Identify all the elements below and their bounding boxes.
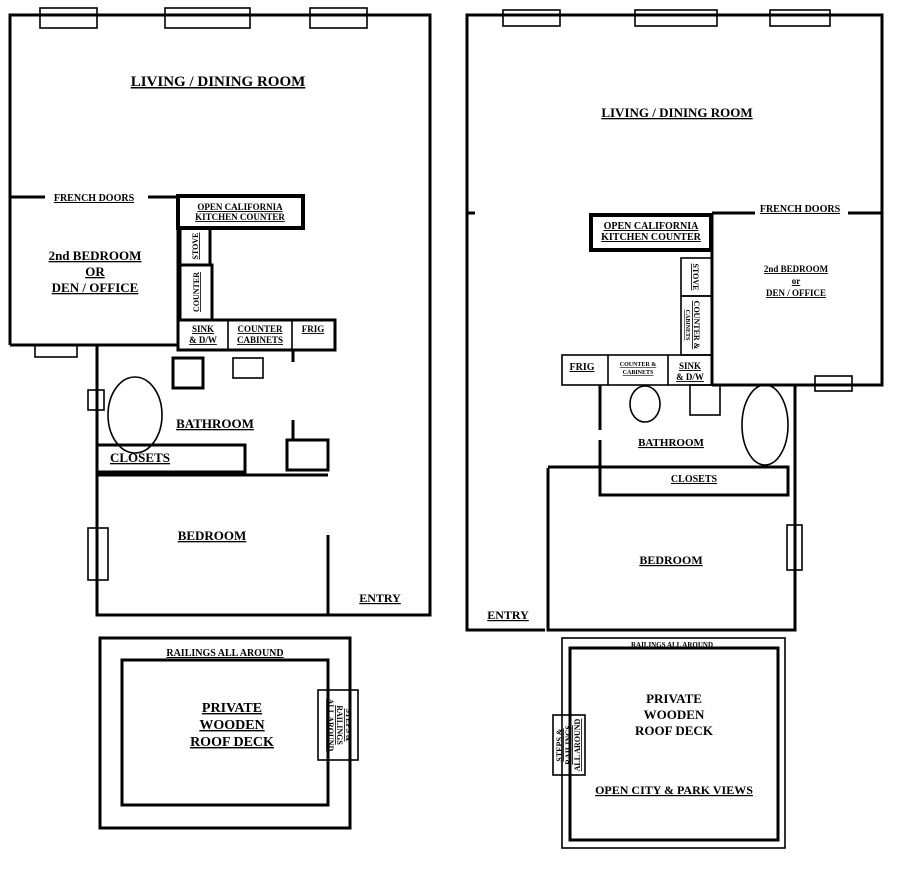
kitchen-counter-label: OPEN CALIFORNIA <box>604 221 700 232</box>
counter-cabinets-label: CABINETS <box>623 370 654 376</box>
steps-label: STEPS & <box>344 708 353 741</box>
sink-label: & D/W <box>189 335 217 345</box>
kitchen-counter-label: KITCHEN COUNTER <box>601 232 702 243</box>
sink-label: SINK <box>679 361 701 371</box>
toilet <box>171 356 205 390</box>
kitchen-row <box>176 318 337 352</box>
counter-label: CABINETS <box>684 310 690 341</box>
counter-label: COUNTER <box>192 272 201 312</box>
closets-label: CLOSETS <box>671 474 718 485</box>
steps-label: RAILINGS <box>335 705 344 745</box>
steps-label: ALL AROUND <box>326 699 335 752</box>
steps-label: ALL AROUND <box>573 718 582 771</box>
toilet <box>629 385 661 423</box>
french-doors-label: FRENCH DOORS <box>54 193 135 204</box>
roof-deck: RAILINGS ALL AROUND PRIVATE WOODEN ROOF … <box>98 636 359 830</box>
railings-label: RAILINGS ALL AROUND <box>631 641 713 649</box>
second-bedroom-label: DEN / OFFICE <box>52 280 139 295</box>
bathroom-label: BATHROOM <box>638 437 704 449</box>
second-bedroom-label: 2nd BEDROOM <box>764 264 829 274</box>
kitchen-counter-label: OPEN CALIFORNIA <box>197 202 283 212</box>
sink-label: & D/W <box>676 372 704 382</box>
kitchen-counter <box>176 194 305 230</box>
bathtub <box>741 384 789 466</box>
sink <box>232 357 264 379</box>
counter-label: COUNTER & <box>692 301 701 350</box>
floor-plan-a: LIVING / DINING ROOM FRENCH DOORS OPEN C… <box>8 7 432 830</box>
stove-label: STOVE <box>691 264 700 291</box>
counter-cabinets-label: CABINETS <box>237 335 283 345</box>
second-bedroom-label: OR <box>85 264 105 279</box>
kitchen-row <box>561 354 713 386</box>
entry-label: ENTRY <box>487 608 529 622</box>
floor-plan-b: LIVING / DINING ROOM FRENCH DOORS OPEN C… <box>465 9 884 849</box>
entry-label: ENTRY <box>359 591 401 605</box>
closets <box>598 465 790 497</box>
bathtub <box>107 376 163 454</box>
steps-label: STEPS & <box>555 728 564 761</box>
roof-deck: RAILINGS ALL AROUND PRIVATE WOODEN ROOF … <box>552 637 786 849</box>
frig-label: FRIG <box>570 362 595 373</box>
counter-cabinets-label: COUNTER & <box>620 362 657 368</box>
steps-label: RAILINGS <box>564 725 573 765</box>
sink <box>689 384 721 416</box>
second-bedroom-label: or <box>792 276 801 286</box>
bedroom-label: BEDROOM <box>178 528 247 543</box>
kitchen-counter <box>589 213 713 252</box>
sink-label: SINK <box>192 324 214 334</box>
windows <box>34 7 368 581</box>
closets-label: CLOSETS <box>110 450 170 465</box>
cabinet <box>285 438 330 472</box>
walls <box>8 13 432 617</box>
deck-label: WOODEN <box>199 718 264 733</box>
bathroom-label: BATHROOM <box>176 416 254 431</box>
railings-label: RAILINGS ALL AROUND <box>166 648 283 659</box>
second-bedroom-label: DEN / OFFICE <box>766 288 826 298</box>
windows <box>502 9 853 571</box>
counter-cabinets-label: COUNTER <box>237 324 283 334</box>
french-doors-label: FRENCH DOORS <box>760 204 841 215</box>
bedroom-label: BEDROOM <box>639 553 702 567</box>
deck-label: PRIVATE <box>202 701 262 716</box>
deck-label: PRIVATE <box>646 691 702 706</box>
views-label: OPEN CITY & PARK VIEWS <box>595 783 753 797</box>
stove-label: STOVE <box>191 233 200 260</box>
frig-label: FRIG <box>302 324 325 334</box>
living-room-label: LIVING / DINING ROOM <box>601 105 752 120</box>
deck-label: WOODEN <box>644 707 705 722</box>
deck-label: ROOF DECK <box>190 735 274 750</box>
deck-label: ROOF DECK <box>635 723 714 738</box>
second-bedroom-label: 2nd BEDROOM <box>49 248 142 263</box>
living-room-label: LIVING / DINING ROOM <box>131 74 306 90</box>
kitchen-counter-label: KITCHEN COUNTER <box>195 212 285 222</box>
closets <box>95 443 247 474</box>
